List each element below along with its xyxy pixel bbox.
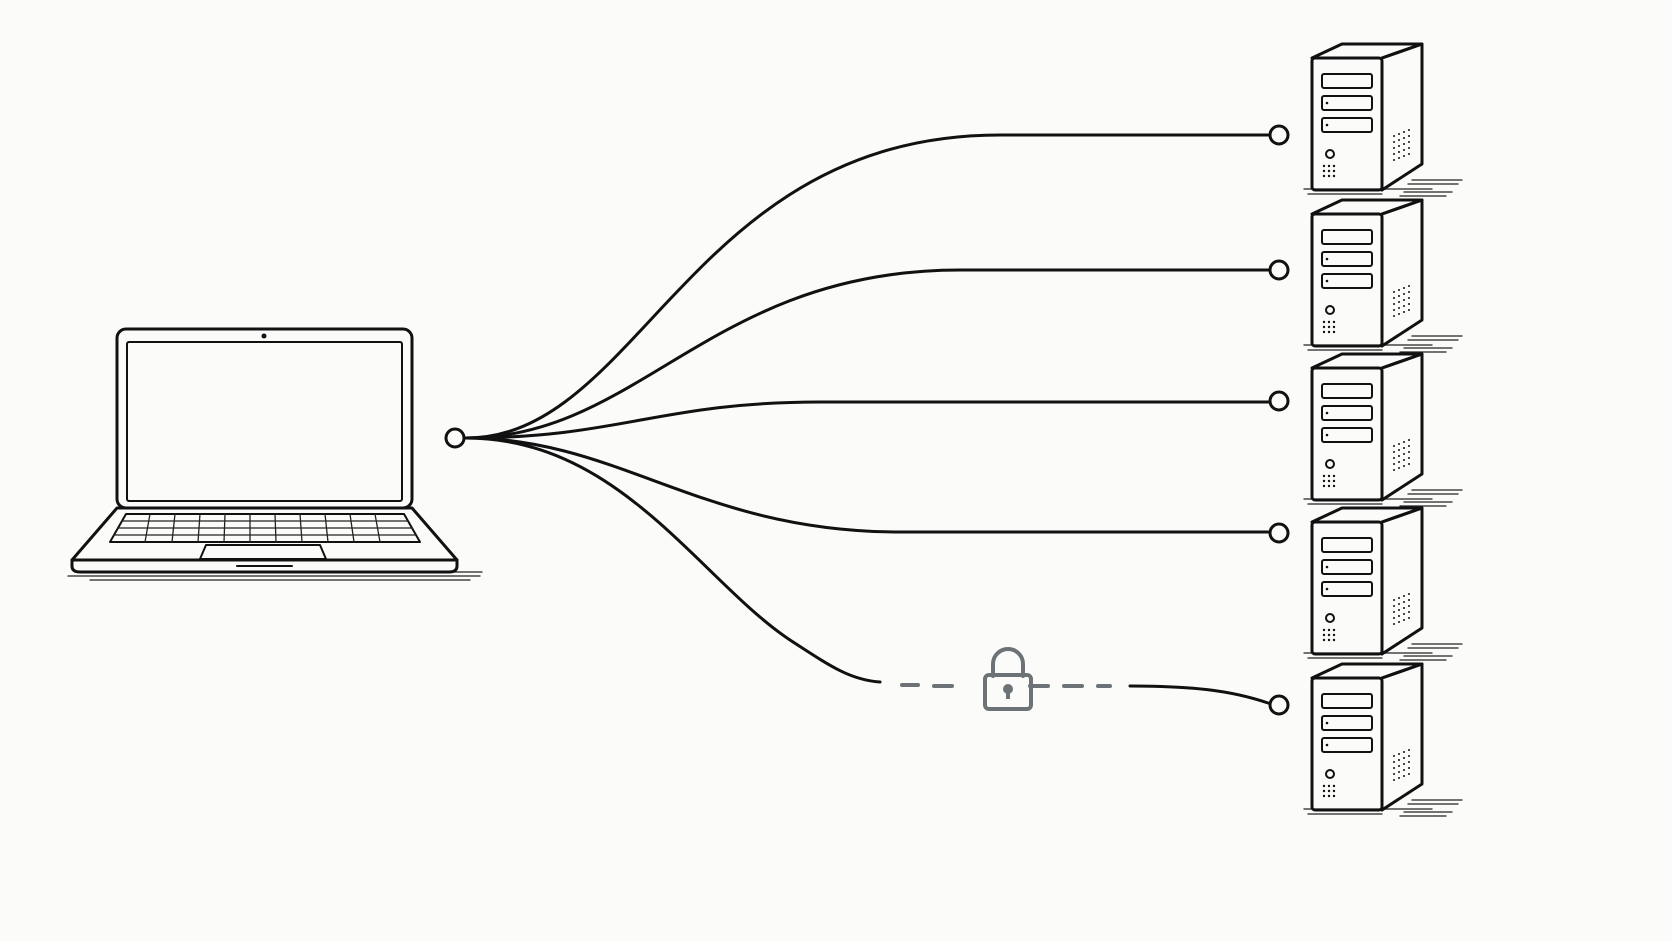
server-tower-icon [1302, 198, 1464, 354]
target-connector-node-3 [1268, 390, 1290, 412]
target-connector-node-5 [1268, 694, 1290, 716]
connection-lines [464, 133, 1270, 705]
source-connector-node [444, 427, 466, 449]
server-tower-icon [1302, 42, 1464, 198]
connection-line-5 [464, 436, 882, 684]
target-connector-node-2 [1268, 259, 1290, 281]
connection-line-5-end [1128, 684, 1270, 705]
connection-line-3 [464, 400, 1270, 440]
laptop-icon [67, 327, 483, 581]
server-tower-icon [1302, 662, 1464, 818]
target-connector-node-4 [1268, 522, 1290, 544]
connection-line-4 [464, 436, 1270, 534]
connection-line-2 [464, 268, 1270, 440]
locked-segment [900, 683, 1112, 688]
server-tower-icon [1302, 506, 1464, 662]
server-tower-icon [1302, 352, 1464, 508]
target-connector-node-1 [1268, 124, 1290, 146]
padlock-icon [983, 647, 1033, 711]
connection-line-1 [464, 133, 1270, 440]
